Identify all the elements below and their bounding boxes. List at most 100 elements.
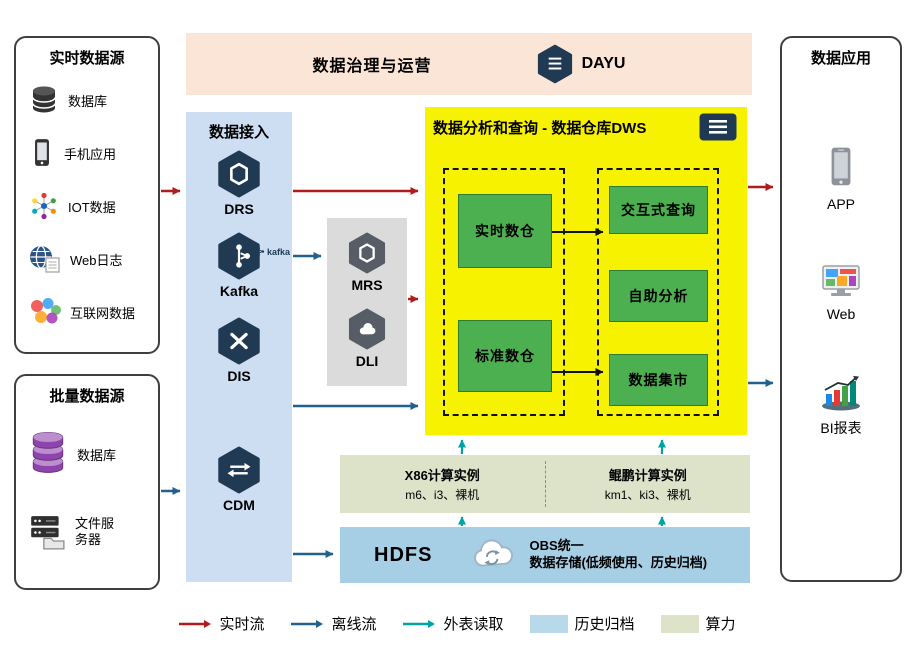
dws-self-service-analysis: 自助分析 [609, 270, 708, 322]
red-arrow-icon [179, 619, 212, 628]
realtime-sources-panel: 实时数据源 数据库 手机应用 [14, 36, 160, 354]
app-item-mobile: APP [782, 146, 900, 212]
mobile-phone-icon [35, 139, 49, 166]
ingestion-panel: 数据接入 DRS [186, 112, 292, 582]
legend-label: 实时流 [219, 616, 265, 633]
obs-description: 数据存储(低频使用、历史归档) [529, 555, 708, 570]
legend-label: 历史归档 [574, 616, 635, 633]
file-server-icon [31, 516, 65, 550]
obs-cloud-icon [474, 539, 514, 567]
x86-title: X86计算实例 [404, 468, 480, 483]
dws-panel: 数据分析和查询 - 数据仓库DWS 实时数仓 标准数仓 交互式查询 自助分析 数… [425, 107, 747, 435]
mrs-icon [348, 232, 386, 274]
legend-label: 算力 [705, 616, 736, 633]
obs-text: OBS统一 数据存储(低频使用、历史归档) [529, 538, 707, 572]
governance-title: 数据治理与运营 [312, 58, 432, 75]
compute-swatch [660, 614, 699, 633]
source-item-iot: IOT数据 [28, 186, 158, 226]
legend-label: 外表读取 [443, 616, 504, 633]
service-drs: DRS [186, 150, 292, 217]
source-label: 手机应用 [64, 146, 117, 162]
batch-sources-title: 批量数据源 [49, 388, 125, 405]
app-label: APP [826, 196, 855, 212]
x86-compute: X86计算实例 m6、i3、裸机 [340, 455, 545, 513]
dws-realtime-warehouse: 实时数仓 [458, 194, 552, 268]
source-label: 互联网数据 [70, 305, 136, 321]
ingestion-title: 数据接入 [208, 124, 269, 141]
source-label: IOT数据 [68, 199, 116, 215]
legend-archive: 历史归档 [529, 613, 635, 634]
legend-label: 离线流 [331, 616, 377, 633]
dws-header: 数据分析和查询 - 数据仓库DWS [425, 107, 747, 142]
source-item-file-server: 文件服务器 [28, 514, 121, 550]
dayu-icon [537, 44, 572, 84]
source-label: Web日志 [70, 252, 123, 268]
service-dli: DLI [327, 308, 407, 369]
service-label: Kafka [219, 283, 259, 299]
kunpeng-compute: 鲲鹏计算实例 km1、ki3、裸机 [546, 455, 751, 513]
source-item-weblog: Web日志 [28, 239, 158, 279]
applications-panel: 数据应用 APP Web [780, 36, 902, 582]
service-mrs: MRS [327, 232, 407, 293]
processing-panel: MRS DLI [327, 218, 407, 386]
source-item-batch-database: 数据库 [28, 432, 116, 476]
source-item-internet: 互联网数据 [28, 292, 158, 332]
governance-banner: 数据治理与运营 DAYU [186, 33, 752, 95]
source-label: 数据库 [77, 447, 117, 463]
iot-icon [32, 192, 56, 220]
app-phone-icon [831, 147, 851, 186]
service-label: DIS [227, 368, 251, 384]
web-log-globe-icon [30, 245, 60, 273]
source-item-database: 数据库 [28, 80, 158, 120]
service-label: DRS [224, 201, 254, 217]
internet-data-icon [31, 298, 61, 324]
service-label: DLI [355, 353, 379, 369]
dws-data-mart: 数据集市 [609, 354, 708, 406]
dli-icon [348, 308, 386, 350]
applications-title: 数据应用 [810, 50, 871, 67]
realtime-sources-title: 实时数据源 [49, 50, 125, 67]
service-label: CDM [223, 497, 255, 513]
storage-panel: HDFS OBS统一 数据存储(低频使用、历史归档) [340, 527, 750, 583]
source-item-mobile: 手机应用 [28, 133, 158, 173]
app-label: BI报表 [820, 420, 862, 436]
service-kafka: kafka Kafka [186, 232, 292, 299]
legend-external-read: 外表读取 [402, 613, 504, 634]
hdfs-label: HDFS [374, 543, 433, 566]
archive-swatch [529, 614, 568, 633]
dws-title: 数据分析和查询 - 数据仓库DWS [433, 119, 647, 137]
obs-block: OBS统一 数据存储(低频使用、历史归档) [470, 537, 707, 573]
compute-divider [544, 461, 546, 507]
teal-arrow-icon [403, 619, 436, 628]
kunpeng-title: 鲲鹏计算实例 [608, 468, 687, 483]
dws-interactive-query: 交互式查询 [609, 186, 708, 234]
service-cdm: CDM [186, 446, 292, 513]
blue-arrow-icon [291, 619, 324, 628]
compute-panel: X86计算实例 m6、i3、裸机 鲲鹏计算实例 km1、ki3、裸机 [340, 455, 750, 513]
dws-standard-warehouse: 标准数仓 [458, 320, 552, 392]
kafka-wordmark: kafka [256, 246, 290, 257]
dayu-label: DAYU [581, 55, 626, 72]
batch-database-icon [32, 432, 64, 473]
kunpeng-spec: km1、ki3、裸机 [604, 488, 691, 502]
batch-sources-panel: 批量数据源 数据库 文件服务器 [14, 374, 160, 590]
document-icon [699, 113, 737, 141]
realtime-sources-list: 数据库 手机应用 [16, 68, 158, 332]
source-label: 文件服务器 [75, 515, 115, 547]
legend-offline-flow: 离线流 [290, 613, 376, 634]
obs-title: OBS统一 [529, 538, 584, 554]
legend-realtime-flow: 实时流 [178, 613, 264, 634]
x86-spec: m6、i3、裸机 [405, 488, 480, 502]
legend-compute: 算力 [660, 613, 736, 634]
dis-icon [218, 317, 260, 365]
cdm-icon [218, 446, 260, 494]
source-label: 数据库 [68, 93, 108, 109]
dws-services-group: 交互式查询 自助分析 数据集市 [597, 168, 719, 416]
web-monitor-icon [822, 265, 860, 296]
database-icon [32, 86, 56, 113]
service-label: MRS [351, 277, 383, 293]
legend: 实时流 离线流 外表读取 历史归档 算力 [0, 613, 914, 634]
bi-report-chart-icon [822, 376, 860, 411]
dayu-brand: DAYU [537, 44, 626, 84]
